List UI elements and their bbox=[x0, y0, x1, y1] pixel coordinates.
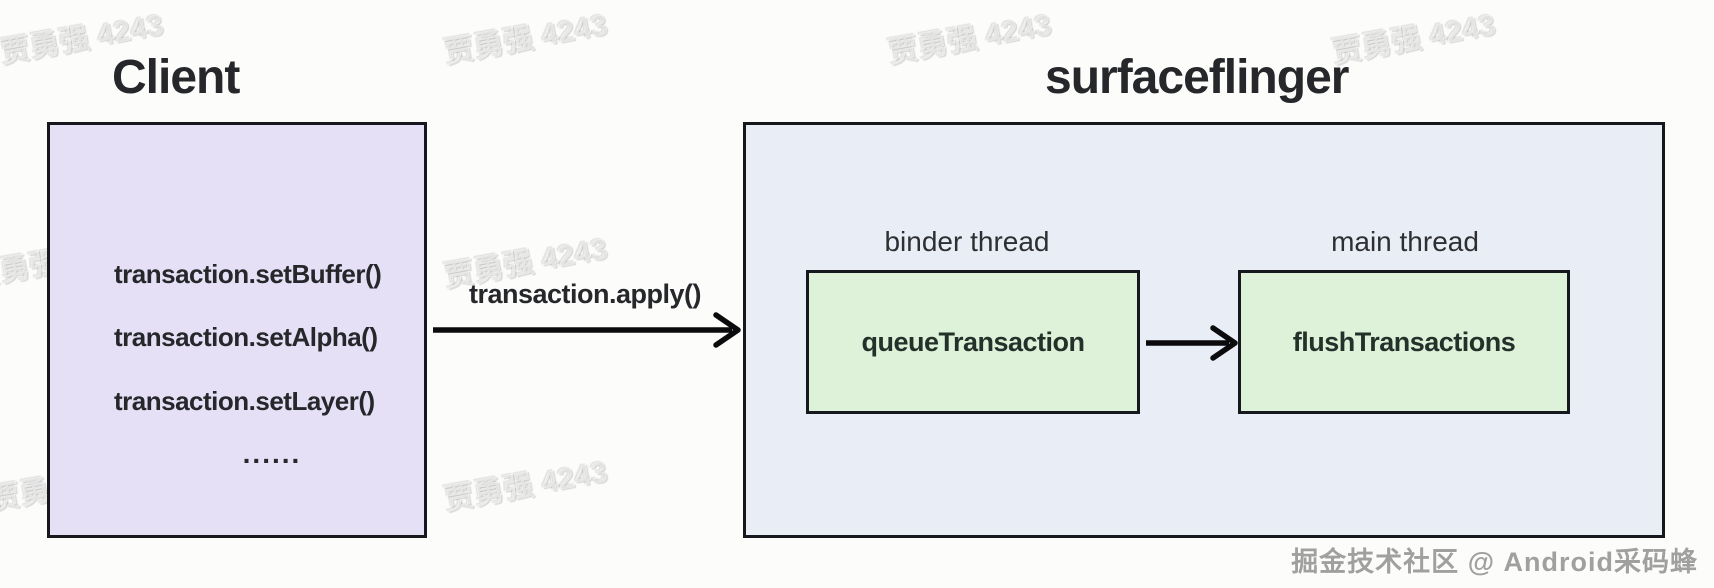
client-box: transaction.setBuffer() transaction.setA… bbox=[47, 122, 427, 538]
flush-transactions-box: flushTransactions bbox=[1238, 270, 1570, 414]
watermark: 贾勇强 4243 bbox=[441, 455, 611, 517]
binder-thread-label: binder thread bbox=[884, 226, 1050, 257]
watermark: 贾勇强 4243 bbox=[885, 8, 1055, 70]
watermark: 贾勇强 4243 bbox=[441, 8, 611, 70]
flush-transactions-label: flushTransactions bbox=[1292, 326, 1516, 357]
watermark: 贾勇强 4243 bbox=[1329, 8, 1499, 70]
main-thread-label: main thread bbox=[1331, 226, 1479, 257]
client-method-set-layer: transaction.setLayer() bbox=[114, 386, 375, 416]
surfaceflinger-title: surfaceflinger bbox=[1045, 51, 1349, 104]
apply-arrow bbox=[433, 312, 741, 348]
apply-arrow-label: transaction.apply() bbox=[468, 279, 702, 309]
client-title: Client bbox=[112, 51, 240, 104]
client-method-ellipsis: ...... bbox=[242, 438, 302, 469]
client-method-set-alpha: transaction.setAlpha() bbox=[114, 322, 378, 352]
queue-transaction-label: queueTransaction bbox=[861, 326, 1085, 357]
client-method-set-buffer: transaction.setBuffer() bbox=[114, 259, 382, 289]
credit-text: 掘金技术社区 @ Android采码蜂 bbox=[1291, 547, 1698, 577]
queue-transaction-box: queueTransaction bbox=[806, 270, 1140, 414]
